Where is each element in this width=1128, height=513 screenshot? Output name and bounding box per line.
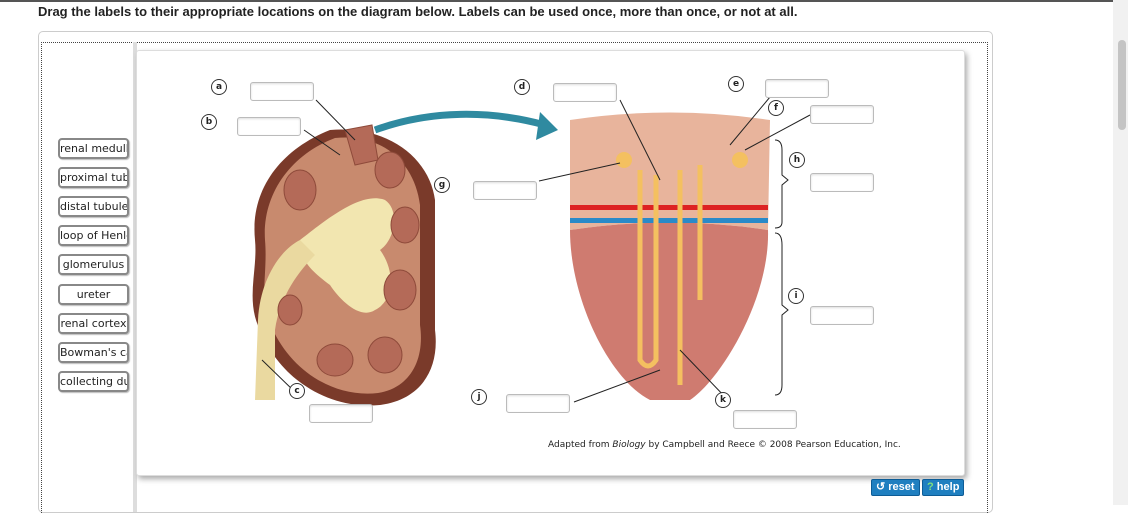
label-renal-medulla[interactable]: renal medulla (58, 138, 129, 159)
marker-h: h (789, 152, 805, 168)
drop-target-e[interactable] (765, 79, 829, 98)
credit-suffix: by Campbell and Reece © 2008 Pearson Edu… (645, 440, 901, 450)
label-distal-tubule[interactable]: distal tubule (58, 196, 129, 217)
help-label: help (936, 481, 960, 493)
drop-target-f[interactable] (810, 105, 874, 124)
marker-i: i (788, 288, 804, 304)
marker-f: f (768, 100, 784, 116)
label-loop-of-henle[interactable]: loop of Henle (58, 225, 129, 246)
drop-target-k[interactable] (733, 410, 797, 429)
help-button[interactable]: ? help (922, 479, 965, 496)
reset-button[interactable]: ↺ reset (871, 479, 920, 496)
label-glomerulus[interactable]: glomerulus (58, 254, 129, 275)
marker-j: j (471, 389, 487, 405)
drop-target-h[interactable] (810, 173, 874, 192)
drop-target-c[interactable] (309, 404, 373, 423)
drop-target-b[interactable] (237, 117, 301, 136)
label-bank (55, 42, 137, 512)
label-collecting-duct[interactable]: collecting duct (58, 371, 129, 392)
drop-target-d[interactable] (553, 83, 617, 102)
marker-a: a (211, 79, 227, 95)
instructions: Drag the labels to their appropriate loc… (38, 4, 798, 19)
label-bowmans-capsule[interactable]: Bowman's capsule (58, 342, 129, 363)
drop-target-j[interactable] (506, 394, 570, 413)
reset-icon: ↺ (876, 481, 886, 493)
reset-label: reset (888, 481, 915, 493)
top-border (0, 0, 1128, 2)
label-proximal-tubule[interactable]: proximal tubule (58, 167, 129, 188)
credit-book-title: Biology (612, 440, 646, 450)
drop-target-a[interactable] (250, 82, 314, 101)
label-renal-cortex[interactable]: renal cortex (58, 313, 129, 334)
credit-prefix: Adapted from (548, 440, 613, 450)
marker-b: b (201, 114, 217, 130)
marker-d: d (514, 79, 530, 95)
scrollbar-thumb[interactable] (1118, 40, 1126, 130)
marker-e: e (728, 76, 744, 92)
label-ureter[interactable]: ureter (58, 284, 129, 305)
image-credit: Adapted from Biology by Campbell and Ree… (548, 440, 901, 450)
marker-k: k (715, 392, 731, 408)
activity-area (41, 42, 988, 513)
drop-target-g[interactable] (473, 181, 537, 200)
drop-target-i[interactable] (810, 306, 874, 325)
marker-c: c (289, 383, 305, 399)
help-icon: ? (927, 481, 934, 493)
marker-g: g (434, 177, 450, 193)
